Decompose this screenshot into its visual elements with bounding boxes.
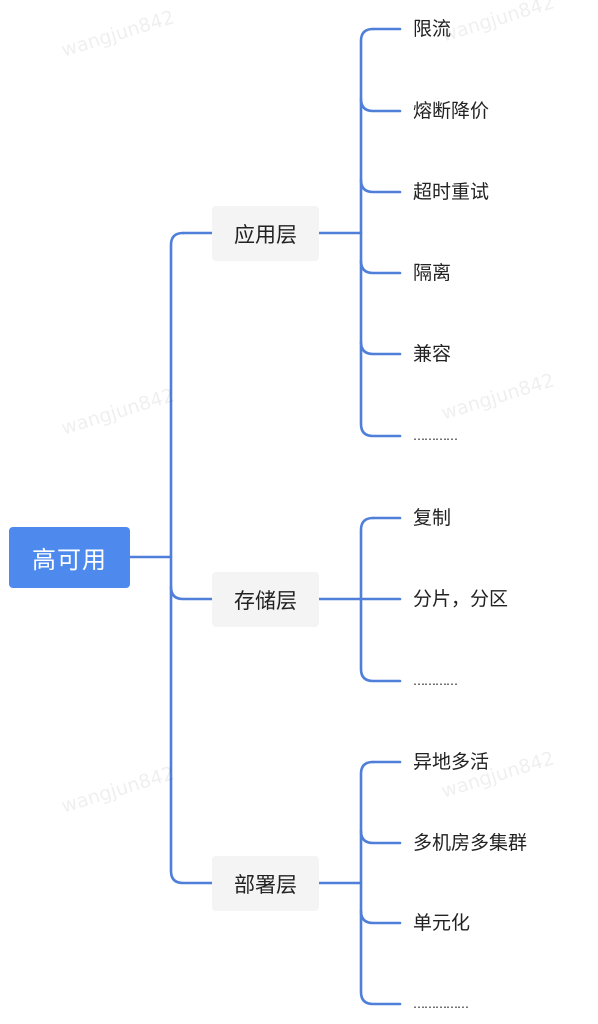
leaf-multi-site-active[interactable]: 异地多活 [413, 751, 490, 773]
main-trunk [169, 231, 214, 885]
leaf-timeout-retry[interactable]: 超时重试 [413, 181, 490, 203]
storage-layer-node[interactable]: 存储层 [212, 572, 319, 627]
leaf-storage-ellipsis[interactable]: ………… [413, 674, 458, 688]
leaf-isolation[interactable]: 隔离 [413, 262, 452, 284]
app-layer-node[interactable]: 应用层 [212, 206, 319, 261]
deploy-branch-3 [359, 909, 402, 925]
app-branch-5 [359, 340, 402, 356]
leaf-sharding-partition[interactable]: 分片，分区 [413, 588, 509, 610]
leaf-circuit-breaking[interactable]: 熔断降价 [413, 100, 490, 122]
leaf-unitization[interactable]: 单元化 [413, 912, 471, 934]
leaf-compatibility[interactable]: 兼容 [413, 343, 452, 365]
deploy-branch-2 [359, 829, 402, 845]
leaf-app-ellipsis[interactable]: ………… [413, 429, 458, 443]
leaf-deploy-ellipsis[interactable]: …………… [413, 997, 469, 1011]
app-layer-bracket [359, 27, 402, 438]
app-branch-3 [359, 178, 402, 194]
leaf-replication[interactable]: 复制 [413, 507, 452, 529]
app-branch-2 [359, 97, 402, 113]
trunk-to-storage-layer [169, 585, 214, 601]
leaf-multi-datacenter-cluster[interactable]: 多机房多集群 [413, 832, 528, 854]
deploy-layer-node[interactable]: 部署层 [212, 856, 319, 911]
storage-layer-bracket [359, 516, 402, 683]
app-branch-4 [359, 259, 402, 275]
deploy-layer-bracket [359, 760, 402, 1006]
root-node[interactable]: 高可用 [9, 527, 130, 588]
leaf-rate-limiting[interactable]: 限流 [413, 18, 452, 40]
